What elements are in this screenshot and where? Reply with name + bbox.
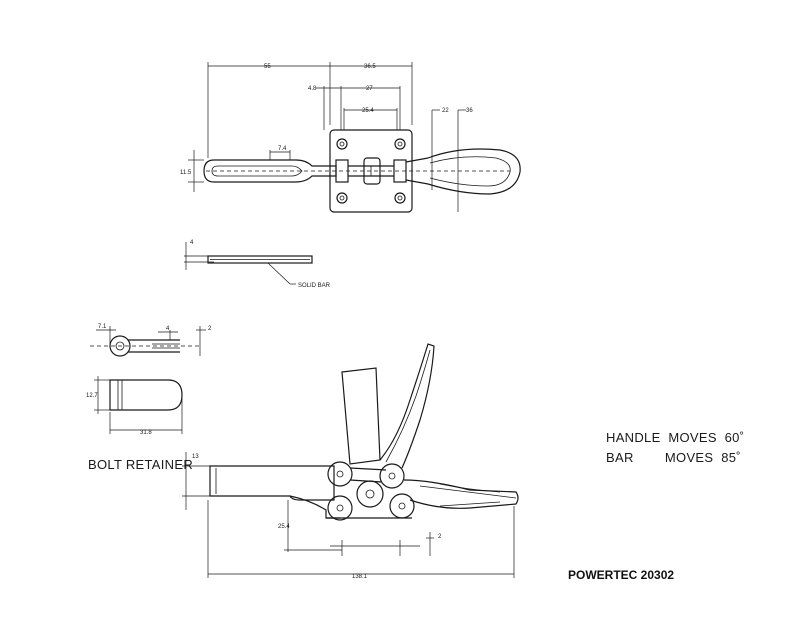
- dim-55: 55: [264, 64, 271, 70]
- dim-25-4-side: 25.4: [278, 524, 290, 530]
- dim-31-8: 31.8: [140, 430, 152, 436]
- dim-11-5: 11.5: [180, 170, 192, 176]
- dim-36-5: 36.5: [364, 64, 376, 70]
- model-label: POWERTEC 20302: [568, 568, 674, 582]
- dim-4-8: 4.8: [308, 86, 317, 92]
- dim-2-side: 2: [438, 534, 442, 540]
- dim-12-7: 12.7: [86, 393, 98, 399]
- dim-7-4: 7.4: [278, 146, 287, 152]
- dim-27: 27: [366, 86, 373, 92]
- dim-22: 22: [442, 108, 449, 114]
- bar-moves-note: BAR MOVES 85˚: [606, 450, 741, 465]
- dim-4-retainer: 4: [166, 326, 170, 332]
- side-view: 13 25.4 2: [182, 343, 519, 580]
- handle-moves-note: HANDLE MOVES 60˚: [606, 430, 744, 445]
- dim-36: 36: [466, 108, 473, 114]
- bolt-retainer-label: BOLT RETAINER: [88, 457, 193, 472]
- dim-13: 13: [192, 454, 199, 460]
- dim-4-bar: 4: [190, 240, 194, 246]
- solid-bar-view: 4 SOLID BAR: [184, 240, 331, 289]
- dim-7-1: 7.1: [98, 324, 107, 330]
- dim-25-4: 25.4: [362, 108, 374, 114]
- retainer-detail: 7.1 4 2 12.7 31.8: [86, 324, 212, 436]
- dim-138-1: 138.1: [352, 574, 368, 580]
- top-view: 55 36.5 4.8 27 25.4 22 36 7.4: [180, 62, 521, 213]
- dim-2-retainer: 2: [208, 326, 212, 332]
- solid-bar-label: SOLID BAR: [298, 283, 331, 289]
